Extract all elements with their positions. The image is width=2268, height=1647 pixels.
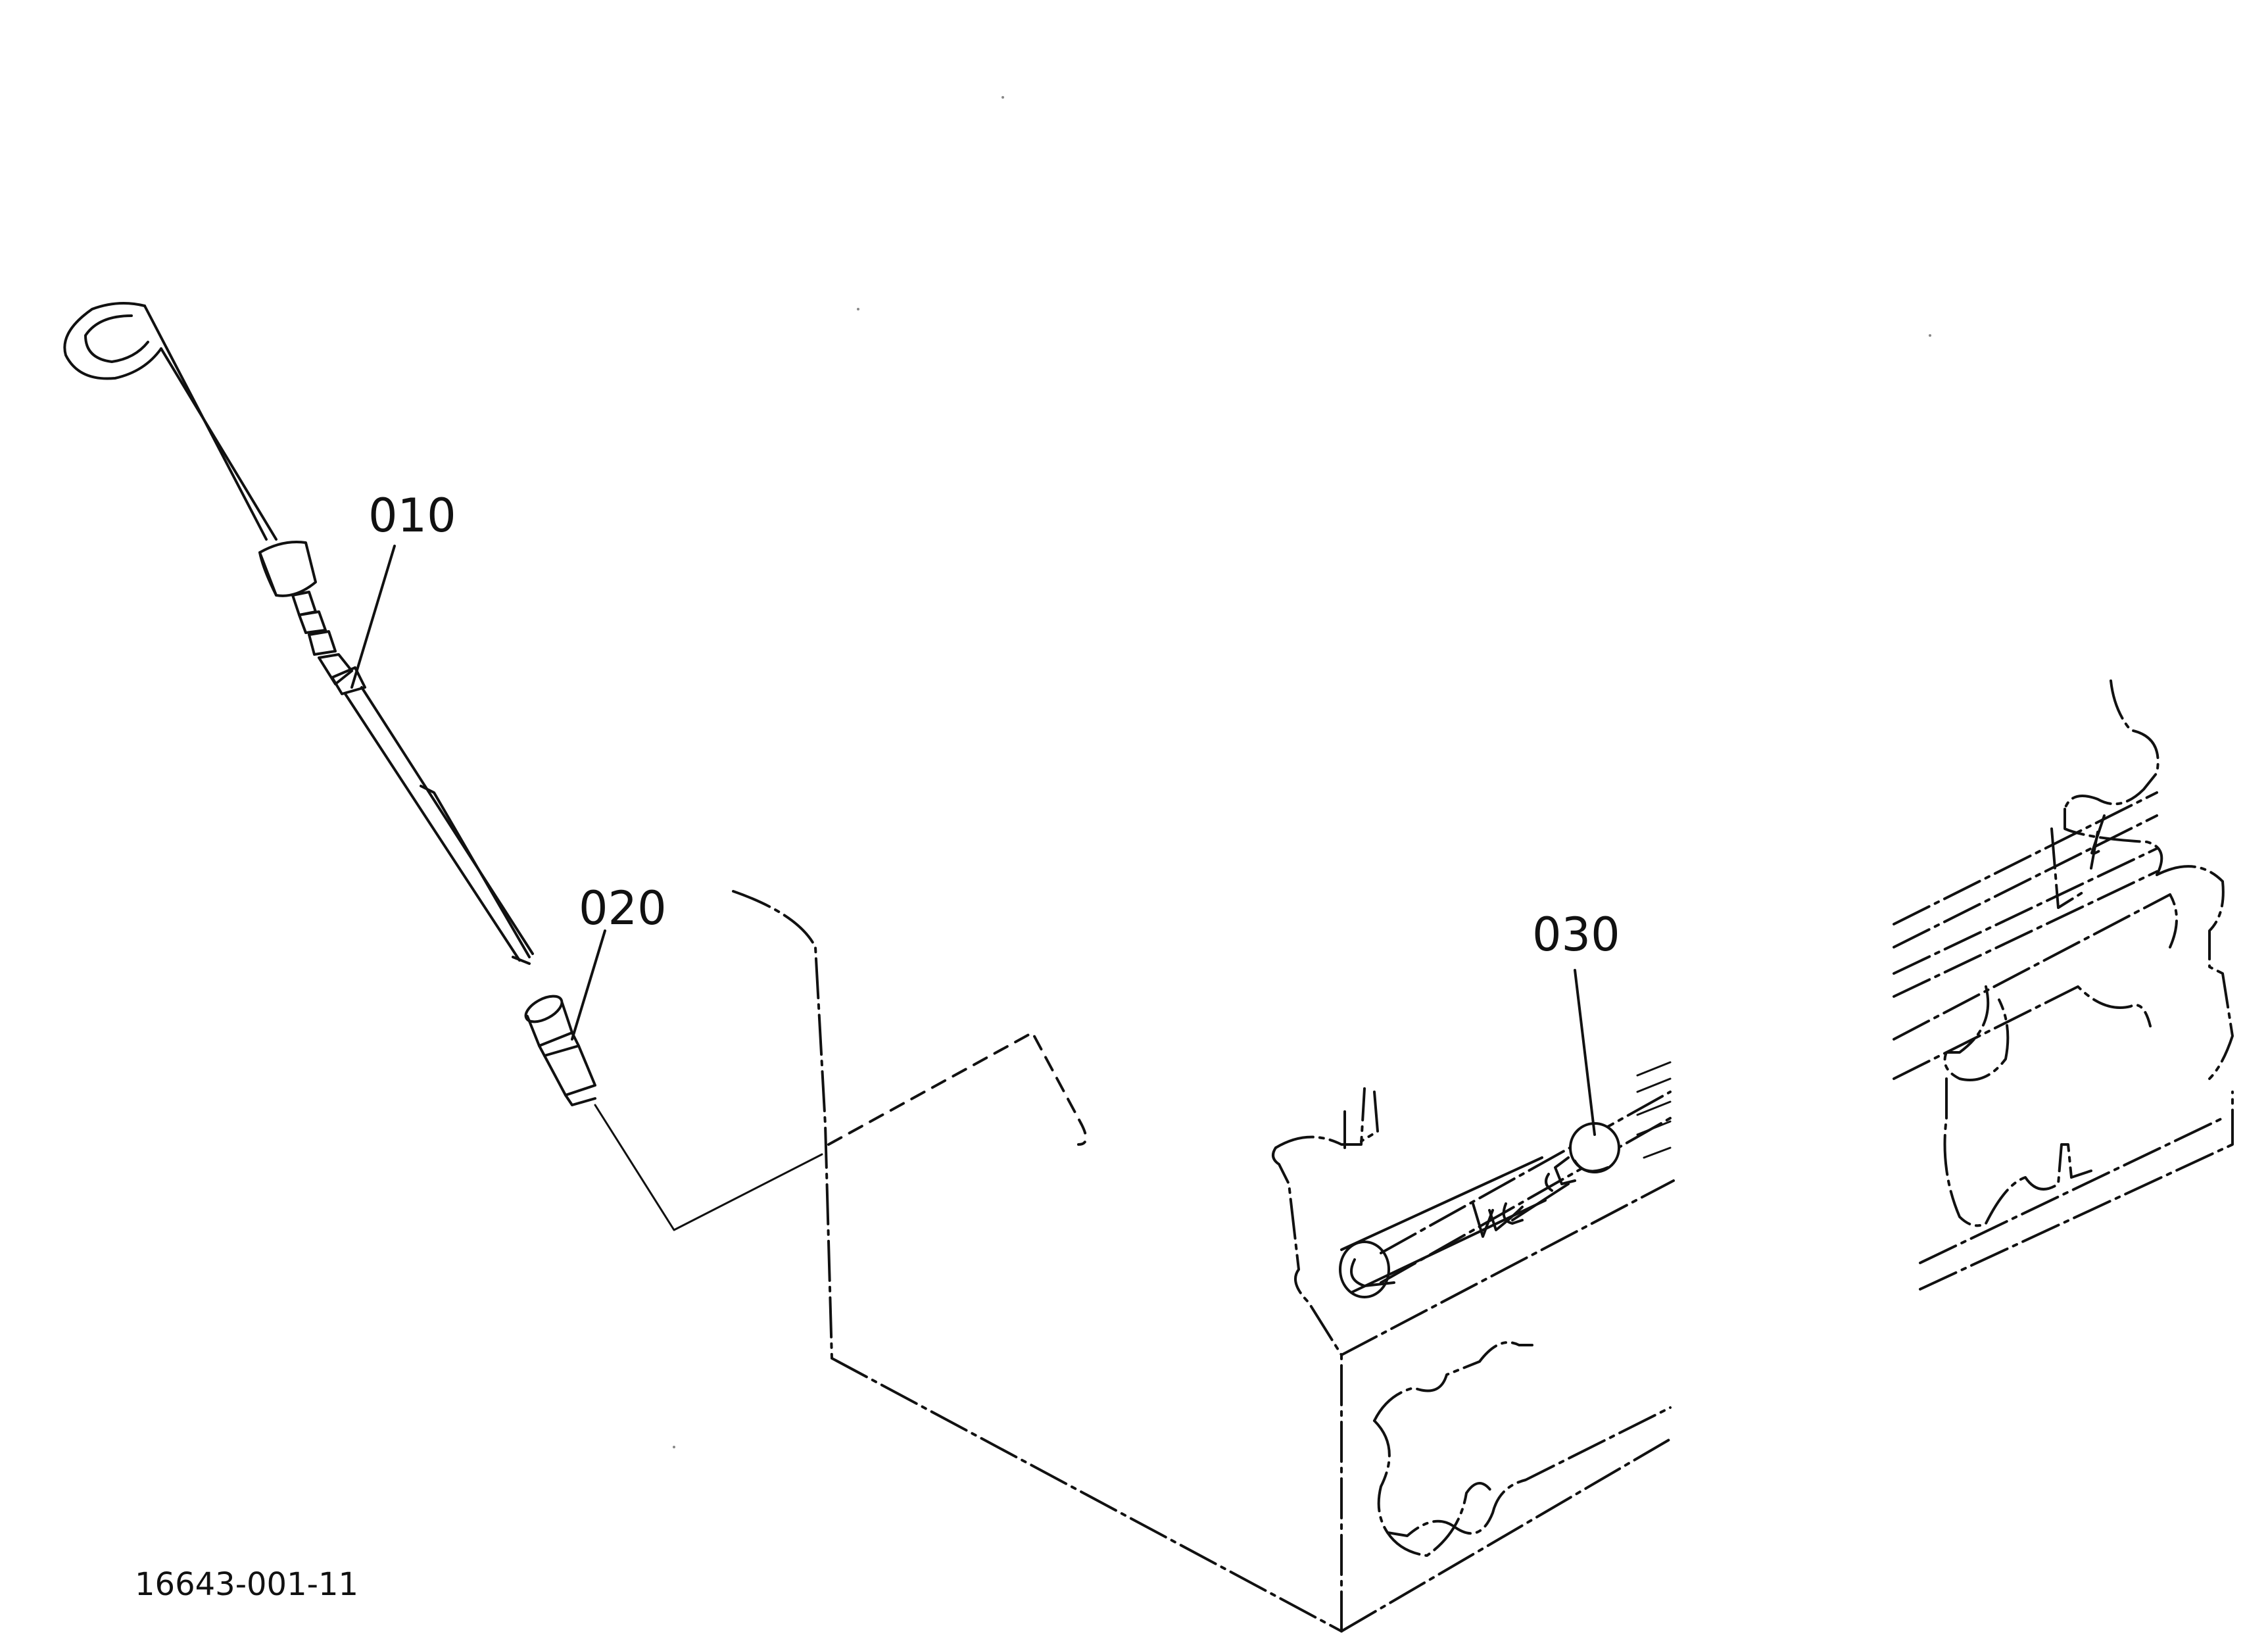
engine-block-side-section (1893, 679, 2234, 1291)
crankcase-detail (1339, 1061, 1672, 1298)
scan-specks (673, 96, 1931, 1448)
callout-label-020: 020 (579, 881, 667, 935)
callout-leaders (350, 545, 1596, 1136)
engine-block-outline (732, 890, 1675, 1633)
assembly-path (594, 1031, 1088, 1231)
callout-label-010: 010 (368, 489, 456, 543)
drawing-number: 16643-001-11 (135, 1566, 358, 1603)
dipstick-guide-tube-icon (524, 995, 596, 1106)
drain-plug-icon (1511, 1122, 1620, 1221)
callout-label-030: 030 (1532, 908, 1620, 962)
oil-dipstick-icon (63, 302, 534, 965)
